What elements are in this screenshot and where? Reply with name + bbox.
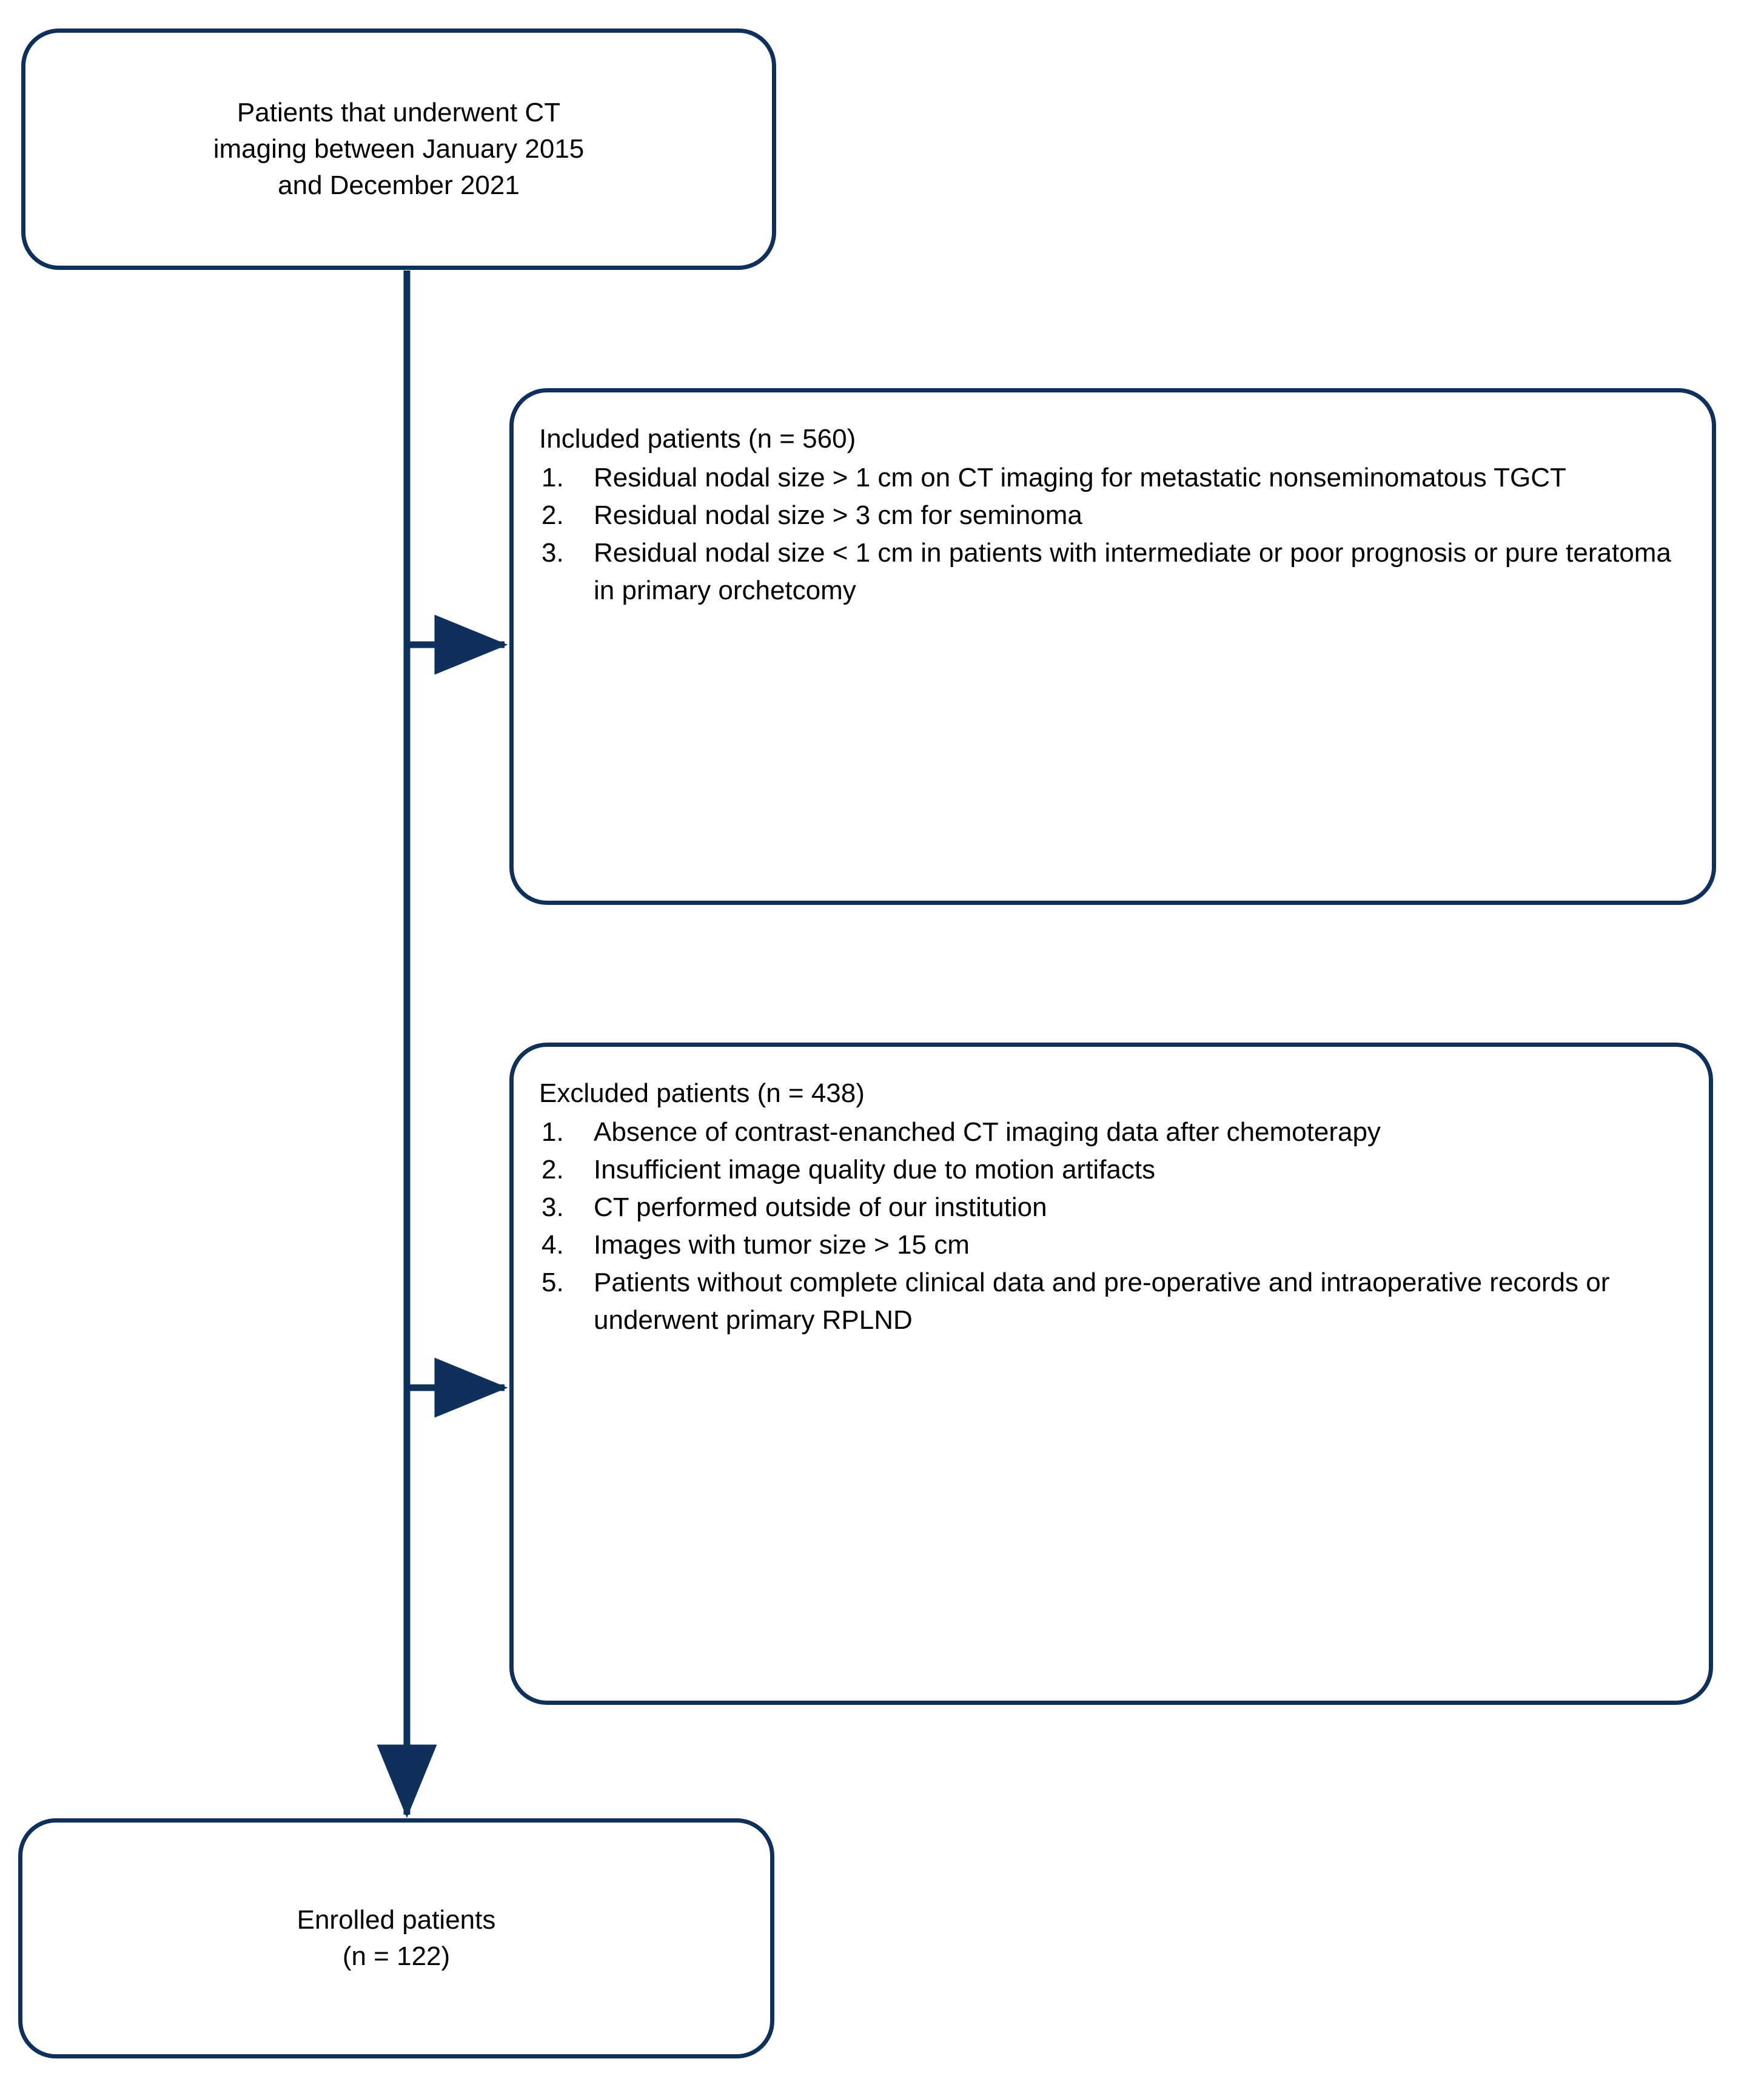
excluded-criterion-4: Images with tumor size > 15 cm — [542, 1226, 970, 1264]
included-criterion-3: Residual nodal size < 1 cm in patients w… — [542, 534, 1671, 605]
node-excluded-patients[interactable]: Excluded patients (n = 438) Absence of c… — [509, 1043, 1713, 1705]
excluded-criterion-2: Insufficient image quality due to motion… — [542, 1151, 1156, 1189]
excluded-title: Excluded patients (n = 438) — [539, 1078, 865, 1108]
excluded-criterion-1: Absence of contrast-enanched CT imaging … — [542, 1114, 1381, 1151]
included-criterion-1: Residual nodal size > 1 cm on CT imaging… — [542, 459, 1566, 497]
excluded-criterion-5: Patients without complete clinical data … — [542, 1264, 1610, 1335]
source-line-2: imaging between January 2015 — [213, 134, 585, 164]
source-line-3: and December 2021 — [278, 170, 520, 200]
excluded-criteria-list: Absence of contrast-enanched CT imaging … — [539, 1114, 1686, 1339]
included-title: Included patients (n = 560) — [539, 424, 856, 454]
node-enrolled-patients[interactable]: Enrolled patients (n = 122) — [18, 1818, 774, 2058]
node-source-cohort[interactable]: Patients that underwent CT imaging betwe… — [21, 29, 776, 270]
included-criteria-list: Residual nodal size > 1 cm on CT imaging… — [539, 459, 1689, 610]
enrolled-line-1: Enrolled patients — [297, 1905, 496, 1935]
included-criterion-2: Residual nodal size > 3 cm for seminoma — [542, 497, 1082, 534]
node-included-patients[interactable]: Included patients (n = 560) Residual nod… — [509, 388, 1716, 905]
enrolled-line-2: (n = 122) — [342, 1941, 451, 1971]
source-line-1: Patients that underwent CT — [236, 98, 561, 127]
excluded-criterion-3: CT performed outside of our institution — [542, 1189, 1047, 1226]
